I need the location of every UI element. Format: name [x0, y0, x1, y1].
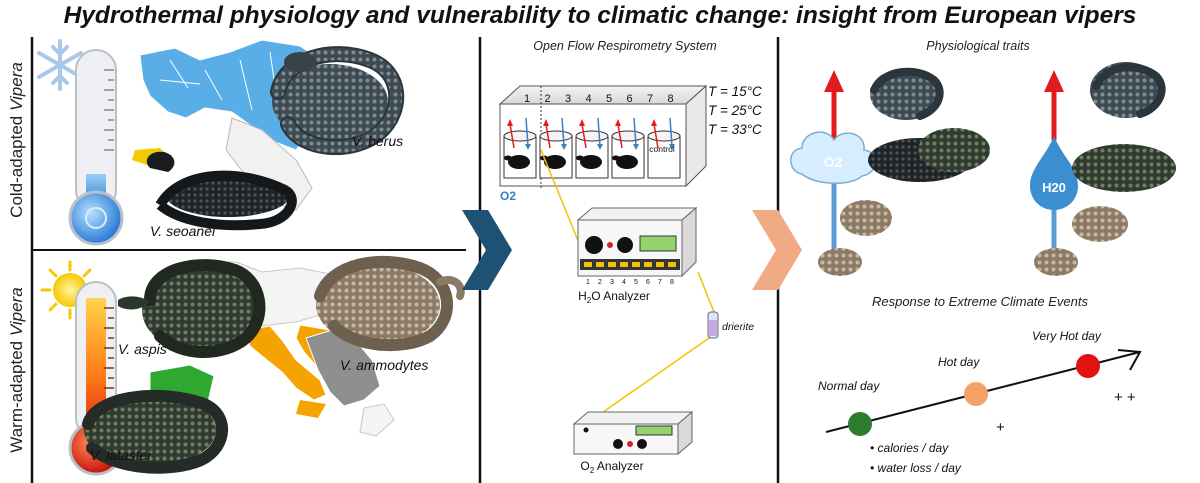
analyzer-port-7: 7 — [658, 279, 662, 286]
chamber-number-3: 3 — [565, 93, 571, 105]
analyzer-port-2: 2 — [598, 279, 602, 286]
viper-seoanei-illustration — [146, 151, 297, 231]
italy-region — [245, 325, 327, 401]
h2o-drop-label: H20 — [1042, 180, 1066, 195]
cold-thermometer-icon — [68, 49, 124, 246]
chamber-number-4: 4 — [585, 93, 591, 105]
temperature-33: T = 33°C — [708, 122, 762, 137]
analyzer-port-8: 8 — [670, 279, 674, 286]
chamber-number-row: 1 2 3 4 5 6 7 8 — [524, 93, 674, 105]
chamber-number-2: 2 — [544, 93, 550, 105]
analyzer-port-1: 1 — [586, 279, 590, 286]
temperature-15: T = 15°C — [708, 84, 762, 99]
normal-day-marker — [848, 412, 872, 436]
animal-chamber — [575, 117, 609, 179]
viper-latastei-illustration — [82, 389, 228, 474]
trait-viper-illustrations — [818, 62, 1176, 276]
h2o-analyzer-label: H2O Analyzer — [578, 289, 650, 305]
o2-inflow-label: O2 — [500, 189, 516, 203]
snowflake-icon — [37, 39, 83, 91]
species-label-latastei: V. latastei — [90, 447, 151, 463]
analyzer-port-4: 4 — [622, 279, 626, 286]
temperature-25: T = 25°C — [708, 103, 762, 118]
bullet-water-loss: • water loss / day — [870, 461, 962, 475]
viper-berus-illustration — [270, 46, 405, 156]
drierite-column — [707, 311, 719, 339]
species-label-aspis: V. aspis — [118, 341, 167, 357]
cold-adapted-label: Cold-adapted Vipera — [7, 62, 26, 218]
hot-day-marker — [964, 382, 988, 406]
hot-day-label: Hot day — [938, 355, 980, 369]
plus-two-label: + + — [1114, 389, 1136, 406]
species-label-berus: V. berus — [352, 133, 403, 149]
drierite-label: drierite — [722, 321, 754, 333]
control-chamber-label: control — [649, 144, 675, 154]
o2-cloud-label: O2 — [824, 154, 843, 170]
animal-chambers — [503, 117, 681, 179]
control-chamber — [647, 117, 681, 179]
plus-one-label: + — [996, 419, 1005, 436]
chamber-number-7: 7 — [647, 93, 653, 105]
analyzer-port-5: 5 — [634, 279, 638, 286]
chamber-number-5: 5 — [606, 93, 612, 105]
h2o-analyzer — [576, 206, 698, 278]
respirometry-heading: Open Flow Respirometry System — [533, 39, 716, 53]
chamber-number-8: 8 — [667, 93, 673, 105]
warm-adapted-label: Warm-adapted Vipera — [7, 287, 26, 452]
species-label-seoanei: V. seoanei — [150, 223, 216, 239]
very-hot-day-label: Very Hot day — [1032, 329, 1102, 343]
analyzer-port-6: 6 — [646, 279, 650, 286]
chevron-right-icon — [752, 210, 802, 290]
animal-chamber — [611, 117, 645, 179]
chamber-number-1: 1 — [524, 93, 530, 105]
animal-chamber — [503, 117, 537, 179]
o2-analyzer — [572, 410, 694, 456]
o2-analyzer-label: O2 Analyzer — [580, 459, 643, 475]
analyzer-port-numbers: 1 2 3 4 5 6 7 8 — [586, 279, 674, 286]
water-drop-icon — [1030, 136, 1078, 210]
traits-heading: Physiological traits — [926, 39, 1030, 53]
gas-tubing — [540, 149, 715, 425]
chevron-left-icon — [462, 210, 512, 290]
bullet-calories: • calories / day — [870, 441, 949, 455]
viper-ammodytes-illustration — [314, 255, 465, 352]
o2-cloud-icon — [790, 131, 876, 184]
very-hot-day-marker — [1076, 354, 1100, 378]
figure-title: Hydrothermal physiology and vulnerabilit… — [63, 2, 1137, 29]
viper-aspis-illustration — [118, 259, 266, 359]
response-heading: Response to Extreme Climate Events — [872, 294, 1089, 309]
normal-day-label: Normal day — [818, 379, 880, 393]
analyzer-port-3: 3 — [610, 279, 614, 286]
species-label-ammodytes: V. ammodytes — [340, 357, 428, 373]
chamber-number-6: 6 — [626, 93, 632, 105]
